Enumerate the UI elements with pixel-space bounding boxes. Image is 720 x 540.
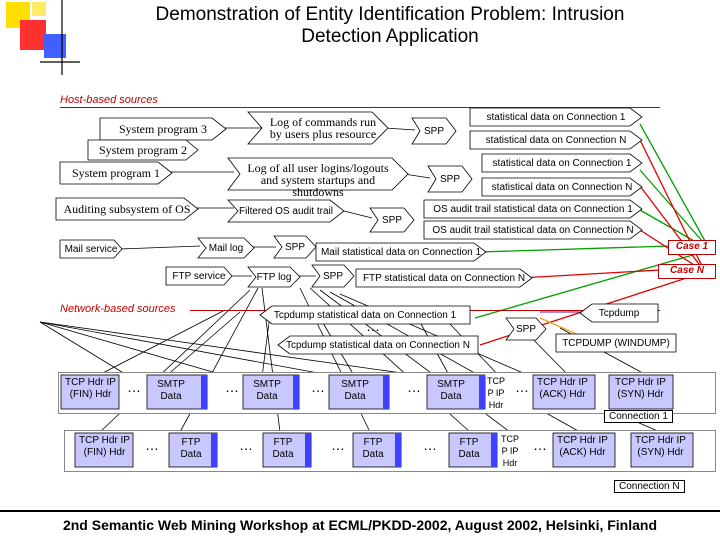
- r1-smtp-3: SMTP Data: [341, 379, 369, 402]
- ftp-service: FTP service: [165, 266, 233, 286]
- spp-4: SPP: [273, 235, 317, 259]
- r1-mid: TCP P IP Hdr: [487, 376, 505, 410]
- r1-ellipsis-4: …: [407, 379, 421, 395]
- stat-audit-cn: OS audit trail statistical data on Conne…: [423, 220, 643, 240]
- r1-ellipsis-2: …: [225, 379, 239, 395]
- stat-audit-c1: OS audit trail statistical data on Conne…: [423, 199, 643, 219]
- r2-ellipsis-2: …: [239, 437, 253, 453]
- r2-syn: TCP Hdr IP (SYN) Hdr: [635, 435, 686, 458]
- r1-fin: TCP Hdr IP (FIN) Hdr: [65, 377, 116, 400]
- log-mail: Mail log: [197, 237, 255, 259]
- r1-ellipsis-3: …: [311, 379, 325, 395]
- r1-smtp-2: SMTP Data: [253, 379, 281, 402]
- r2-ellipsis-5: …: [533, 437, 547, 453]
- r1-smtp-1: SMTP Data: [157, 379, 185, 402]
- log-audit: Filtered OS audit trail: [227, 199, 345, 223]
- case-n-badge: Case N: [658, 264, 716, 279]
- slide-title: Demonstration of Entity Identification P…: [60, 4, 720, 48]
- packet-row-2: TCP Hdr IP (FIN) Hdr … FTP Data … FTP Da…: [64, 430, 716, 472]
- r1-smtp-4: SMTP Data: [437, 379, 465, 402]
- stat-tcp-c1: Tcpdump statistical data on Connection 1: [259, 305, 471, 325]
- r1-syn: TCP Hdr IP (SYN) Hdr: [615, 377, 666, 400]
- stat-ftp-cn: FTP statistical data on Connection N: [355, 268, 533, 288]
- footer-rule: [0, 510, 720, 512]
- log-tcpdump: Tcpdump: [579, 303, 659, 323]
- case-1-badge: Case 1: [668, 240, 716, 255]
- log-ftp: FTP log: [247, 266, 301, 288]
- stat-cn-logins: statistical data on Connection N: [481, 177, 643, 197]
- r2-ftp-4: FTP Data: [458, 437, 480, 460]
- log-commands: Log of commands run by users plus resour…: [247, 111, 389, 145]
- system-program-3: System program 3: [99, 117, 227, 141]
- r2-ftp-2: FTP Data: [272, 437, 294, 460]
- r2-ellipsis-3: …: [331, 437, 345, 453]
- r2-ftp-3: FTP Data: [362, 437, 384, 460]
- r2-ellipsis-4: …: [423, 437, 437, 453]
- r2-fin: TCP Hdr IP (FIN) Hdr: [79, 435, 130, 458]
- stat-mail-c1: Mail statistical data on Connection 1: [315, 242, 487, 262]
- mail-service: Mail service: [59, 239, 123, 259]
- r1-ellipsis-5: …: [515, 379, 529, 395]
- spp-5: SPP: [311, 264, 355, 288]
- r1-ack: TCP Hdr IP (ACK) Hdr: [537, 377, 588, 400]
- r2-mid: TCP P IP Hdr: [501, 434, 519, 468]
- title-line1: Demonstration of Entity Identification P…: [155, 4, 625, 25]
- packet-row-1: TCP Hdr IP (FIN) Hdr … SMTP Data … SMTP …: [58, 372, 716, 414]
- stat-cn-top: statistical data on Connection N: [469, 130, 643, 150]
- r2-ack: TCP Hdr IP (ACK) Hdr: [557, 435, 608, 458]
- spp-1: SPP: [411, 117, 457, 145]
- footer-text: 2nd Semantic Web Mining Workshop at ECML…: [62, 517, 658, 533]
- network-sources-label: Network-based sources: [60, 303, 176, 315]
- spp-3: SPP: [369, 207, 415, 233]
- stat-tcp-cn: Tcpdump statistical data on Connection N: [277, 335, 479, 355]
- tcpdump-windump: TCPDUMP (WINDUMP): [555, 333, 677, 353]
- host-sources-label: Host-based sources: [60, 94, 158, 106]
- ellipsis-tcp: …: [366, 318, 380, 334]
- stat-c1-top: statistical data on Connection 1: [469, 107, 643, 127]
- system-program-2: System program 2: [87, 139, 199, 161]
- system-program-1: System program 1: [59, 161, 173, 185]
- spp-2: SPP: [427, 165, 473, 193]
- connection-n-label: Connection N: [614, 480, 685, 493]
- log-logins: Log of all user logins/logouts and syste…: [227, 157, 409, 198]
- r2-ftp-1: FTP Data: [180, 437, 202, 460]
- logo: [0, 0, 80, 75]
- stat-c1-logins: statistical data on Connection 1: [481, 153, 643, 173]
- connection-1-label: Connection 1: [604, 410, 673, 423]
- host-sources-rule: [60, 107, 660, 108]
- spp-6: SPP: [505, 317, 547, 341]
- r2-ellipsis-1: …: [145, 437, 159, 453]
- auditing-subsystem: Auditing subsystem of OS: [55, 197, 199, 221]
- title-line2: Detection Application: [301, 26, 479, 47]
- r1-ellipsis-1: …: [127, 379, 141, 395]
